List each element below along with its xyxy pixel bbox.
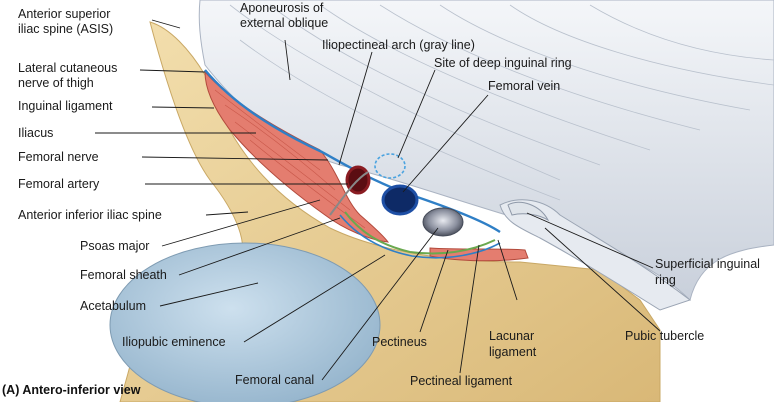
femoral-canal-opening	[422, 207, 464, 237]
deep-inguinal-ring-marker	[374, 153, 406, 179]
iliopectineal-arch-line	[329, 171, 369, 216]
label-lacunar-line1: Lacunar	[489, 329, 534, 343]
aponeurosis-fibers	[229, 4, 774, 201]
label-psoas-major: Psoas major	[80, 239, 149, 253]
label-acetabulum: Acetabulum	[80, 299, 146, 313]
superficial-ring-crus	[499, 199, 692, 311]
label-deep-inguinal-ring: Site of deep inguinal ring	[434, 56, 572, 70]
label-inguinal-ligament: Inguinal ligament	[18, 99, 113, 113]
label-femoral-nerve: Femoral nerve	[18, 150, 99, 164]
sheath-green-rim	[344, 211, 496, 255]
label-iliacus: Iliacus	[18, 126, 53, 140]
label-femoral-vein: Femoral vein	[488, 79, 560, 93]
label-lateral-cutaneous-line2: nerve of thigh	[18, 76, 94, 90]
label-pubic-tubercle: Pubic tubercle	[625, 329, 704, 343]
label-aponeurosis-line1: Aponeurosis of	[240, 1, 324, 15]
labels: Anterior superior iliac spine (ASIS) Lat…	[2, 1, 760, 397]
label-asis-line2: iliac spine (ASIS)	[18, 22, 113, 36]
label-superficial-ring-line1: Superficial inguinal	[655, 257, 760, 271]
label-iliopubic-eminence: Iliopubic eminence	[122, 335, 226, 349]
acetabulum-shape	[109, 242, 381, 402]
label-aponeurosis-line2: external oblique	[240, 16, 328, 30]
aponeurosis-sheet	[198, 0, 774, 301]
femoral-vein-lumen	[381, 184, 419, 216]
label-iliopectineal-arch: Iliopectineal arch (gray line)	[322, 38, 475, 52]
pubic-tubercle-shape	[507, 201, 550, 222]
label-asis-line1: Anterior superior	[18, 7, 110, 21]
label-aiis: Anterior inferior iliac spine	[18, 208, 162, 222]
figure-caption: (A) Antero-inferior view	[2, 383, 141, 397]
label-lateral-cutaneous-line1: Lateral cutaneous	[18, 61, 117, 75]
label-femoral-canal: Femoral canal	[235, 373, 314, 387]
label-pectineus: Pectineus	[372, 335, 427, 349]
label-pectineal-ligament: Pectineal ligament	[410, 374, 513, 388]
label-superficial-ring-line2: ring	[655, 273, 676, 287]
label-lacunar-line2: ligament	[489, 345, 537, 359]
leader-lines	[95, 19, 661, 381]
label-femoral-sheath: Femoral sheath	[80, 268, 167, 282]
label-femoral-artery: Femoral artery	[18, 177, 100, 191]
